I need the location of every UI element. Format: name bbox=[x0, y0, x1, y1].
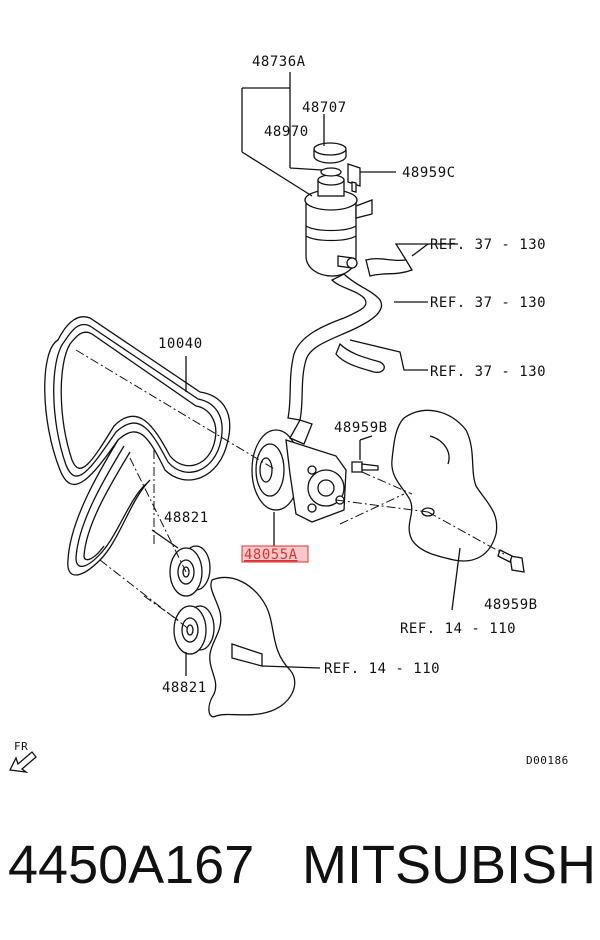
label-48959c: 48959C bbox=[402, 165, 456, 181]
bracket-left bbox=[208, 576, 321, 718]
alignment-lines bbox=[75, 349, 505, 631]
o-ring bbox=[320, 167, 342, 177]
hose-pressure bbox=[335, 339, 428, 373]
front-arrow-icon: FR bbox=[9, 740, 37, 773]
leader-lines bbox=[151, 72, 458, 676]
hose-return bbox=[365, 243, 429, 277]
bracket-right bbox=[391, 409, 498, 611]
label-48821-upper: 48821 bbox=[164, 510, 209, 526]
bolt-top bbox=[347, 163, 396, 193]
label-48959b-mid: 48959B bbox=[334, 420, 388, 436]
bolt-middle bbox=[351, 440, 379, 473]
label-48736a: 48736A bbox=[252, 54, 306, 70]
label-10040: 10040 bbox=[158, 336, 203, 352]
label-48821-lower: 48821 bbox=[162, 680, 207, 696]
reservoir-tank bbox=[304, 174, 373, 277]
label-ref-37-130-c: REF. 37 - 130 bbox=[430, 364, 546, 380]
diagram-code: D00186 bbox=[526, 754, 569, 767]
idler-pulley-lower bbox=[173, 605, 215, 655]
parts-diagram: 48736A 48707 48970 48959C REF. 37 - 130 … bbox=[9, 54, 569, 773]
footer: 4450A167 MITSUBISHI bbox=[0, 830, 600, 910]
bolt-right bbox=[497, 549, 525, 573]
label-48707: 48707 bbox=[302, 100, 347, 116]
label-48959b-right: 48959B bbox=[484, 597, 538, 613]
hose-suction bbox=[287, 273, 383, 421]
power-steering-pump bbox=[251, 419, 347, 546]
highlight-48055a bbox=[241, 545, 309, 563]
label-48970: 48970 bbox=[264, 124, 309, 140]
idler-pulley-upper bbox=[169, 545, 211, 597]
label-front: FR bbox=[14, 740, 28, 753]
reservoir-cap bbox=[313, 142, 347, 164]
label-ref-37-130-a: REF. 37 - 130 bbox=[430, 237, 546, 253]
label-ref-37-130-b: REF. 37 - 130 bbox=[430, 295, 546, 311]
label-48055a[interactable]: 48055A bbox=[244, 547, 298, 563]
drive-belt bbox=[44, 316, 231, 576]
label-ref-14-110-left: REF. 14 - 110 bbox=[324, 661, 440, 677]
part-number: 4450A167 bbox=[8, 835, 255, 895]
label-ref-14-110-right: REF. 14 - 110 bbox=[400, 621, 516, 637]
brand-name: MITSUBISHI bbox=[302, 835, 600, 895]
